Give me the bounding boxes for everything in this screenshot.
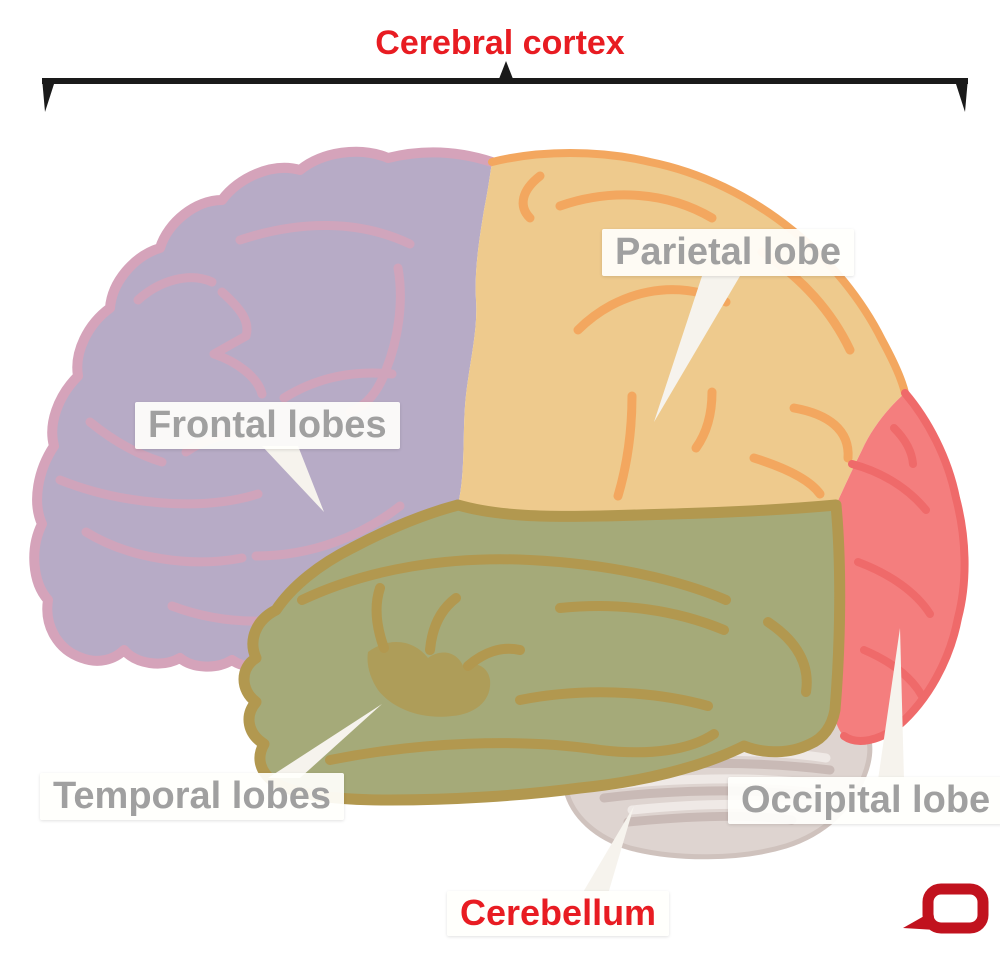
temporal-lobe-shape [238,499,846,806]
callout-tails [262,276,904,894]
cerebellum-callout-tail [582,806,634,894]
frontal-lobe-outline [29,146,497,672]
speech-bubble-outline [922,883,989,934]
temporal-lobes-label: Temporal lobes [40,773,345,821]
speech-bubble-logo-icon [903,883,989,934]
parietal-callout-tail [654,276,740,422]
cerebral-cortex-bracket [42,61,968,112]
occipital-callout-tail [878,628,904,780]
frontal-lobes-label: Frontal lobes [135,402,400,450]
parietal-lobe-outline [488,149,909,397]
speech-bubble-tail [903,911,936,930]
bracket-center-tick [497,61,515,84]
bracket-left-end [42,78,54,112]
temporal-callout-tail [268,704,382,778]
occipital-lobe-region [834,389,969,745]
temporal-sulcus-patch [367,641,491,717]
page-title: Cerebral cortex [375,24,625,62]
bracket-right-end [956,78,968,112]
frontal-callout-tail [262,446,324,512]
temporal-lobe-region [238,499,846,806]
temporal-sulci [297,554,812,765]
occipital-lobe-label: Occipital lobe [728,777,1000,825]
parietal-lobe-label: Parietal lobe [602,229,854,277]
cerebellum-label: Cerebellum [447,891,670,936]
